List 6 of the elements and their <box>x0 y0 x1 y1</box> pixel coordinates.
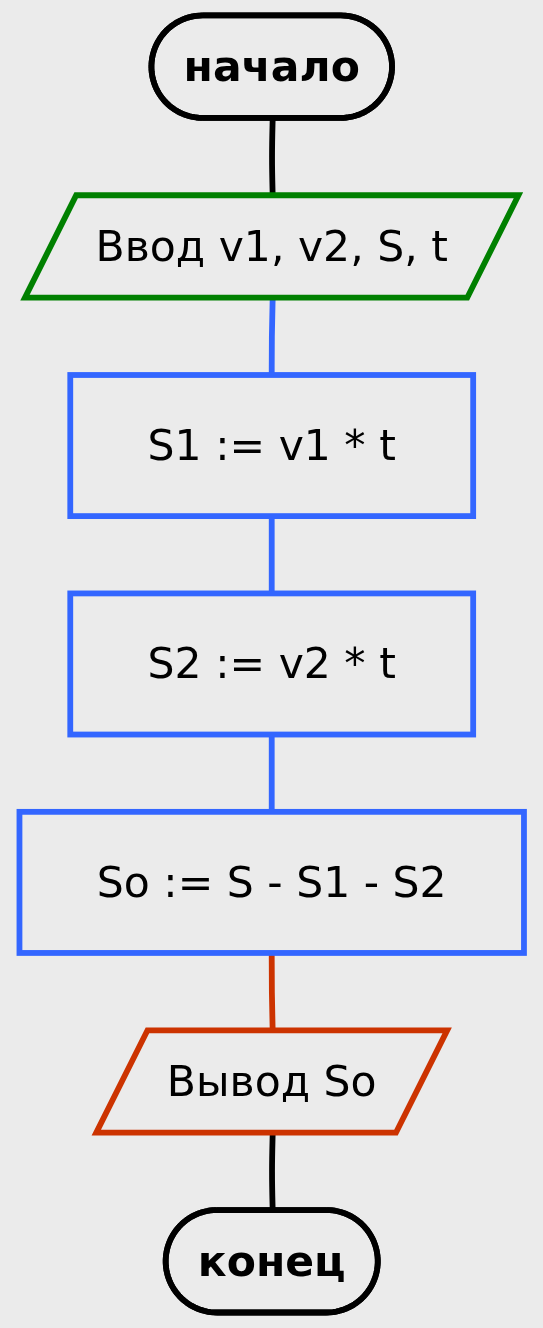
connector <box>268 734 275 812</box>
connector <box>268 298 276 375</box>
node-box: S2 := v2 * t <box>67 590 476 738</box>
node-box: So := S - S1 - S2 <box>16 808 527 956</box>
connector <box>268 516 275 594</box>
node-box: S1 := v1 * t <box>67 372 476 519</box>
